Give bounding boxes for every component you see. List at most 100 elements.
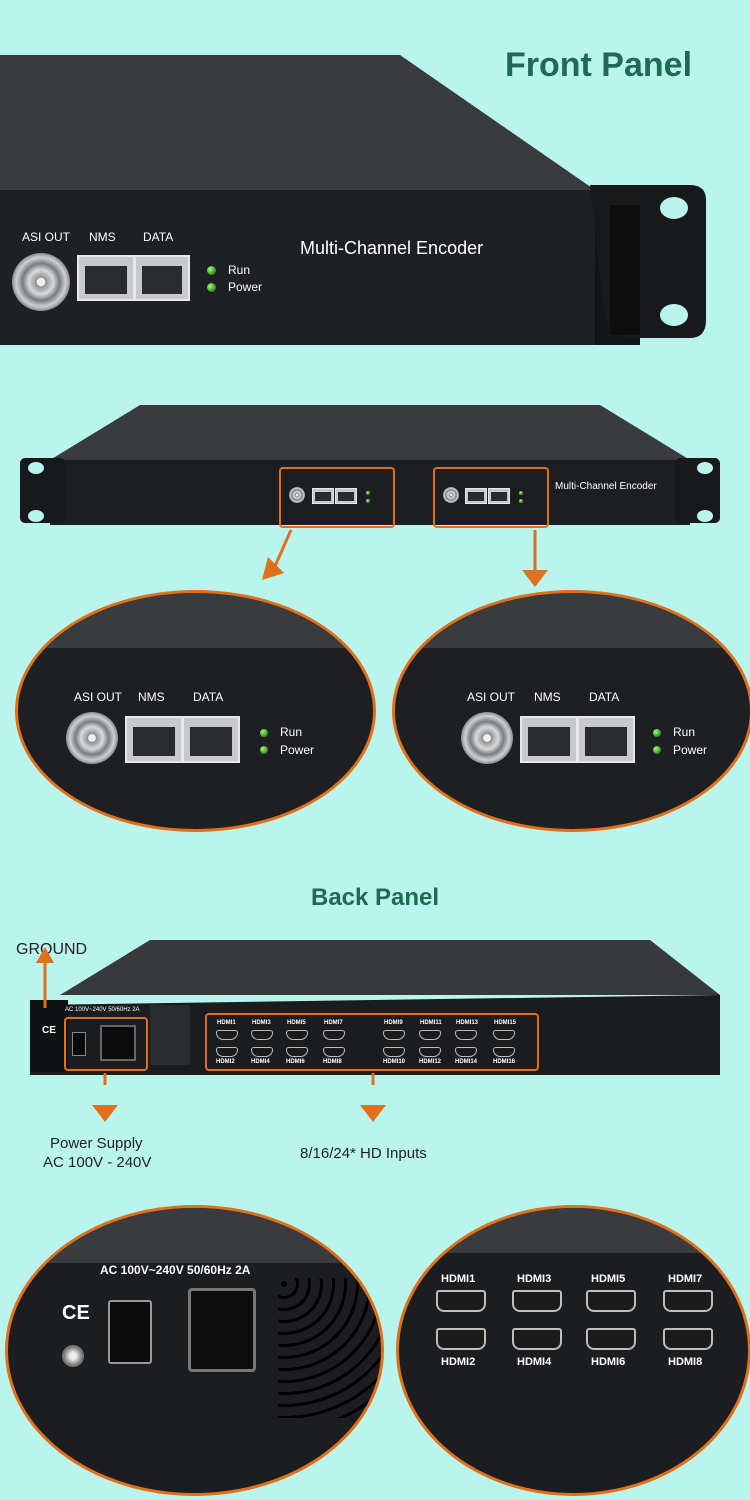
zoom-left-asi-connector [66, 712, 118, 764]
zoom-left-data-label: DATA [193, 690, 224, 704]
hdmi-port-small [286, 1030, 308, 1040]
power-supply-label-line2: AC 100V - 240V [43, 1154, 152, 1171]
module-1-asi-connector [289, 487, 305, 503]
zoom-right-nms-label: NMS [534, 690, 561, 704]
hd-inputs-label: 8/16/24* HD Inputs [300, 1145, 427, 1162]
ac-rating-small: AC 100V~240V 50/60Hz 2A [65, 1007, 140, 1013]
run-label: Run [228, 263, 251, 277]
hdmi-label-zoom: HDMI2 [441, 1356, 476, 1368]
hdmi-label-zoom: HDMI8 [668, 1356, 703, 1368]
hdmi-label-small: HDMI15 [494, 1020, 517, 1026]
power-module-highlight [64, 1017, 148, 1071]
module-2-data-port [488, 488, 510, 504]
power-led [207, 283, 216, 292]
hdmi-port-small [493, 1030, 515, 1040]
zoom-right-asi-label: ASI OUT [467, 690, 516, 704]
power-supply-label-line1: Power Supply [50, 1135, 143, 1152]
zoom-right-asi-connector [461, 712, 513, 764]
nms-label: NMS [89, 230, 116, 244]
back-arrows [92, 1105, 386, 1122]
hdmi-port-small [323, 1030, 345, 1040]
zoom-right-power-led [653, 746, 661, 754]
back-zoom-right [396, 1205, 750, 1496]
hdmi-port-small [383, 1030, 405, 1040]
zoom-left-run-label: Run [280, 725, 303, 739]
zoom-left-power-led [260, 746, 268, 754]
front-panel-title: Front Panel [505, 46, 693, 84]
hdmi-label-zoom: HDMI6 [591, 1356, 626, 1368]
zoom-right-power-label: Power [673, 743, 708, 757]
hdmi-port-small [455, 1030, 477, 1040]
zoom-left-run-led [260, 729, 268, 737]
zoom-left-power-label: Power [280, 743, 315, 757]
back-panel-title: Back Panel [311, 884, 440, 911]
hdmi-label-small: HDMI16 [493, 1059, 516, 1065]
hdmi-port-zoom [436, 1328, 486, 1350]
hdmi-label-small: HDMI5 [287, 1020, 306, 1026]
nms-port [77, 255, 135, 301]
hdmi-port-zoom [512, 1290, 562, 1312]
zoom-right-nms-port [520, 716, 578, 763]
hdmi-port-small [251, 1047, 273, 1057]
hdmi-label-small: HDMI4 [251, 1059, 270, 1065]
hdmi-port-zoom [663, 1328, 713, 1350]
module-2-nms-port [465, 488, 487, 504]
hdmi-port-small [251, 1030, 273, 1040]
hdmi-port-small [216, 1047, 238, 1057]
zoom-right-run-led [653, 729, 661, 737]
asi-out-label: ASI OUT [22, 230, 71, 244]
module-2-run-led [519, 491, 523, 495]
module-2-asi-connector [443, 487, 459, 503]
front-module-1-highlight [279, 467, 395, 528]
hdmi-label-small: HDMI8 [323, 1059, 342, 1065]
front-device-label: Multi-Channel Encoder [555, 481, 657, 492]
zoom-right-data-label: DATA [589, 690, 620, 704]
hdmi-port-small [419, 1030, 441, 1040]
ce-mark-zoom: CE [62, 1302, 90, 1324]
ground-terminal-zoom [62, 1345, 84, 1367]
hdmi-port-small [383, 1047, 405, 1057]
hdmi-label-small: HDMI7 [324, 1020, 343, 1026]
ce-mark-small: CE [42, 1025, 56, 1036]
hdmi-label-small: HDMI14 [455, 1059, 478, 1065]
power-switch-small [72, 1032, 86, 1056]
module-1-run-led [366, 491, 370, 495]
hdmi-label-small: HDMI9 [384, 1020, 403, 1026]
back-chassis [30, 940, 720, 1085]
power-socket-small [100, 1025, 136, 1061]
zoom-left-data-port [182, 716, 240, 763]
hdmi-port-small [493, 1047, 515, 1057]
device-label: Multi-Channel Encoder [300, 238, 484, 258]
hdmi-label-zoom: HDMI1 [441, 1273, 476, 1285]
module-2-power-led [519, 499, 523, 503]
zoom-left-asi-label: ASI OUT [74, 690, 123, 704]
front-arrows [262, 529, 548, 587]
hdmi-label-zoom: HDMI7 [668, 1273, 703, 1285]
hdmi-label-small: HDMI12 [419, 1059, 442, 1065]
hdmi-port-zoom [663, 1290, 713, 1312]
hdmi-label-small: HDMI13 [456, 1020, 479, 1026]
front-closeup-chassis [0, 55, 706, 345]
hdmi-label-zoom: HDMI4 [517, 1356, 552, 1368]
power-label: Power [228, 280, 263, 294]
hdmi-port-small [455, 1047, 477, 1057]
power-switch-zoom [108, 1300, 152, 1364]
hdmi-label-zoom: HDMI5 [591, 1273, 626, 1285]
hdmi-port-small [216, 1030, 238, 1040]
hdmi-port-zoom [586, 1328, 636, 1350]
ac-rating-zoom: AC 100V~240V 50/60Hz 2A [100, 1263, 251, 1277]
zoom-left-nms-port [125, 716, 183, 763]
ground-label: GROUND [16, 941, 88, 958]
zoom-right-run-label: Run [673, 725, 696, 739]
module-1-nms-port [312, 488, 334, 504]
hdmi-port-zoom [436, 1290, 486, 1312]
asi-out-connector [12, 253, 70, 311]
hdmi-label-small: HDMI10 [383, 1059, 406, 1065]
hdmi-label-small: HDMI11 [420, 1020, 442, 1026]
hdmi-inputs-highlight [205, 1013, 539, 1071]
front-zoom-right [392, 590, 750, 832]
hdmi-port-small [419, 1047, 441, 1057]
hdmi-port-small [286, 1047, 308, 1057]
power-socket-zoom [188, 1288, 256, 1372]
front-module-2-highlight [433, 467, 549, 528]
